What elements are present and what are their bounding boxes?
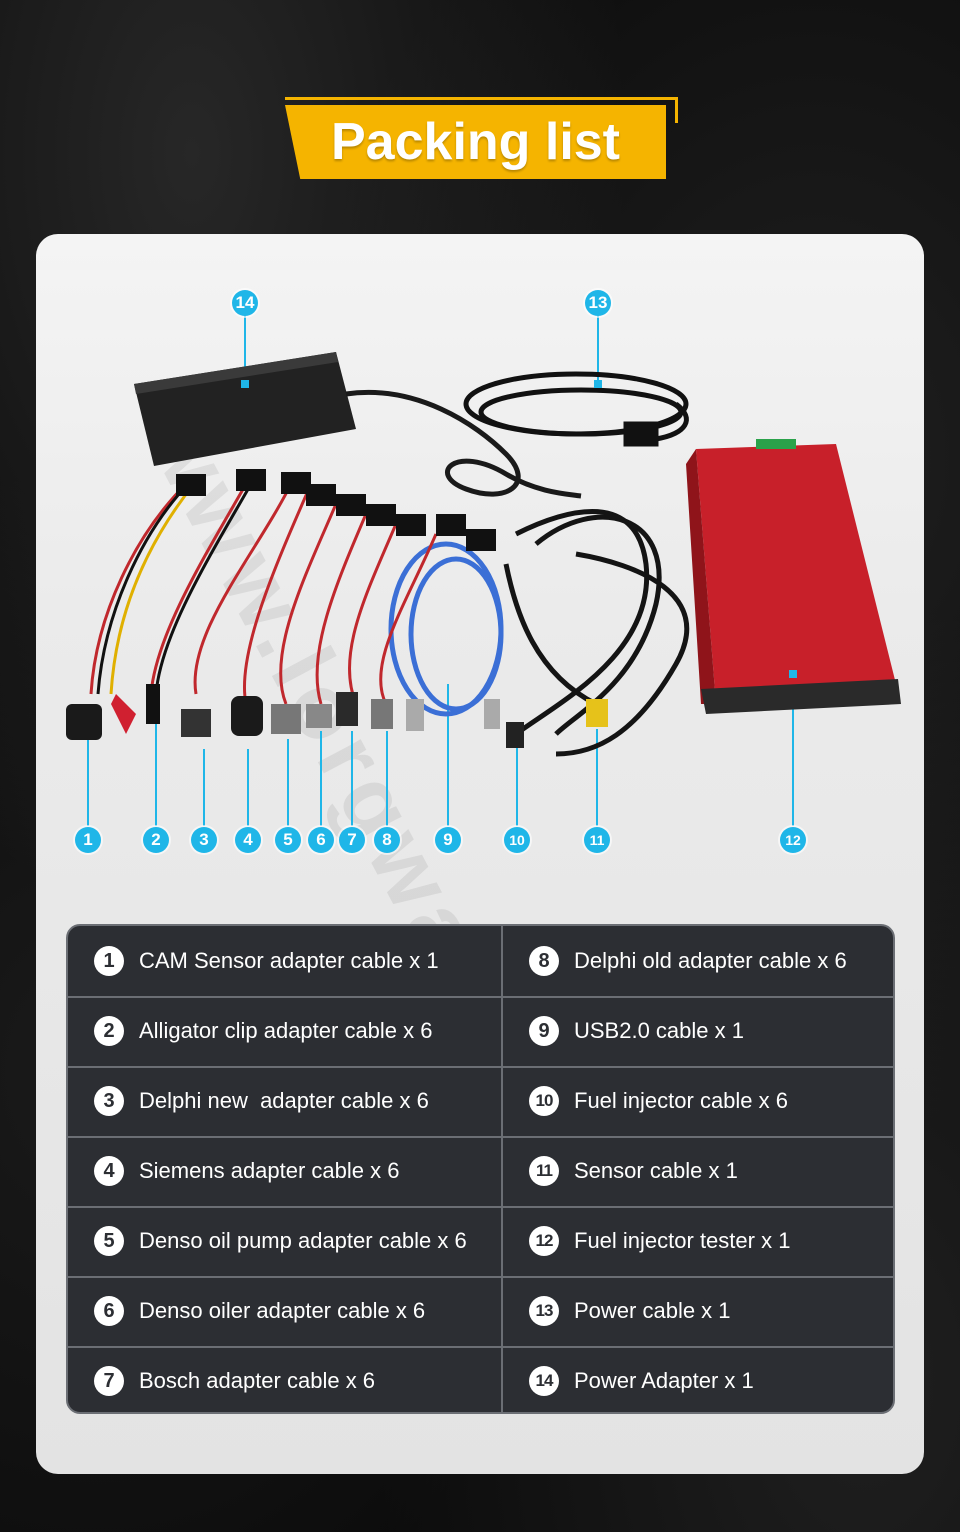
list-item: 14 Power Adapter x 1 — [503, 1346, 893, 1412]
item-number-badge: 11 — [529, 1156, 559, 1186]
list-item: 12 Fuel injector tester x 1 — [503, 1206, 893, 1276]
callout-2: 2 — [143, 827, 169, 853]
callout-markers — [241, 380, 797, 678]
callout-3: 3 — [191, 827, 217, 853]
item-number-badge: 7 — [94, 1366, 124, 1396]
row-divider — [68, 996, 893, 998]
list-item: 5 Denso oil pump adapter cable x 6 — [68, 1206, 501, 1276]
fuel-injector-tester — [686, 439, 901, 714]
item-label: Fuel injector tester x 1 — [574, 1228, 791, 1253]
packing-table: 1 CAM Sensor adapter cable x 1 8 Delphi ol… — [66, 924, 895, 1414]
list-item: 7 Bosch adapter cable x 6 — [68, 1346, 501, 1412]
row-divider — [68, 1066, 893, 1068]
callout-7: 7 — [339, 827, 365, 853]
title-frame-decoration — [285, 97, 678, 123]
cable-bundles — [503, 509, 690, 757]
item-label: Denso oiler adapter cable x 6 — [139, 1298, 426, 1323]
product-illustration — [66, 314, 901, 826]
callout-9: 9 — [435, 827, 461, 853]
table-column-divider — [501, 926, 503, 1412]
list-item: 2 Alligator clip adapter cable x 6 — [68, 996, 501, 1066]
callout-8: 8 — [374, 827, 400, 853]
item-number-badge: 10 — [529, 1086, 559, 1116]
item-label: Alligator clip adapter cable x 6 — [139, 1018, 433, 1043]
adapter-cables — [89, 482, 438, 705]
row-divider — [68, 1136, 893, 1138]
title-banner: Packing list — [285, 97, 678, 183]
item-number-badge: 13 — [529, 1296, 559, 1326]
table-row: 7 Bosch adapter cable x 6 14 Power Adapter… — [68, 1346, 893, 1412]
item-number-badge: 9 — [529, 1016, 559, 1046]
list-item: 9 USB2.0 cable x 1 — [503, 996, 893, 1066]
connectors — [66, 469, 496, 740]
list-item: 6 Denso oiler adapter cable x 6 — [68, 1276, 501, 1346]
power-adapter — [134, 352, 582, 499]
item-number-badge: 8 — [529, 946, 559, 976]
callout-4: 4 — [235, 827, 261, 853]
item-label: Delphi old adapter cable x 6 — [574, 948, 847, 973]
list-item: 13 Power cable x 1 — [503, 1276, 893, 1346]
item-number-badge: 2 — [94, 1016, 124, 1046]
page-title: Packing list — [331, 113, 620, 171]
table-row: 3 Delphi new adapter cable x 6 10 Fuel inj… — [68, 1066, 893, 1136]
callout-14: 14 — [232, 290, 258, 316]
item-label: Denso oil pump adapter cable x 6 — [139, 1228, 467, 1253]
item-label: CAM Sensor adapter cable x 1 — [139, 948, 439, 973]
table-row: 4 Siemens adapter cable x 6 11 Sensor cabl… — [68, 1136, 893, 1206]
table-row: 2 Alligator clip adapter cable x 6 9 USB2.… — [68, 996, 893, 1066]
list-item: 1 CAM Sensor adapter cable x 1 — [68, 926, 501, 996]
list-item: 4 Siemens adapter cable x 6 — [68, 1136, 501, 1206]
item-label: Bosch adapter cable x 6 — [139, 1368, 376, 1393]
item-number-badge: 5 — [94, 1226, 124, 1256]
callout-5: 5 — [275, 827, 301, 853]
item-label: Power cable x 1 — [574, 1298, 731, 1323]
list-item: 10 Fuel injector cable x 6 — [503, 1066, 893, 1136]
item-number-badge: 3 — [94, 1086, 124, 1116]
row-divider — [68, 1276, 893, 1278]
callout-13: 13 — [585, 290, 611, 316]
list-item: 8 Delphi old adapter cable x 6 — [503, 926, 893, 996]
list-item: 3 Delphi new adapter cable x 6 — [68, 1066, 501, 1136]
item-label: Fuel injector cable x 6 — [574, 1088, 788, 1113]
table-row: 6 Denso oiler adapter cable x 6 13 Power c… — [68, 1276, 893, 1346]
title-banner-fill — [285, 105, 666, 179]
row-divider — [68, 1206, 893, 1208]
callout-1: 1 — [75, 827, 101, 853]
item-number-badge: 4 — [94, 1156, 124, 1186]
callout-10: 10 — [504, 827, 530, 853]
row-divider — [68, 1346, 893, 1348]
item-label: Sensor cable x 1 — [574, 1158, 738, 1183]
item-label: Power Adapter x 1 — [574, 1368, 754, 1393]
item-label: USB2.0 cable x 1 — [574, 1018, 744, 1043]
item-number-badge: 1 — [94, 946, 124, 976]
power-cable — [463, 371, 689, 447]
item-label: Delphi new adapter cable x 6 — [139, 1088, 429, 1113]
packing-panel: www.lorgwave.com — [36, 234, 924, 1474]
item-number-badge: 14 — [529, 1366, 559, 1396]
callout-6: 6 — [308, 827, 334, 853]
usb-cable — [388, 541, 504, 731]
list-item: 11 Sensor cable x 1 — [503, 1136, 893, 1206]
item-number-badge: 6 — [94, 1296, 124, 1326]
table-row: 1 CAM Sensor adapter cable x 1 8 Delphi ol… — [68, 926, 893, 996]
callout-11: 11 — [584, 827, 610, 853]
item-label: Siemens adapter cable x 6 — [139, 1158, 400, 1183]
table-row: 5 Denso oil pump adapter cable x 6 12 Fuel… — [68, 1206, 893, 1276]
item-number-badge: 12 — [529, 1226, 559, 1256]
callout-12: 12 — [780, 827, 806, 853]
